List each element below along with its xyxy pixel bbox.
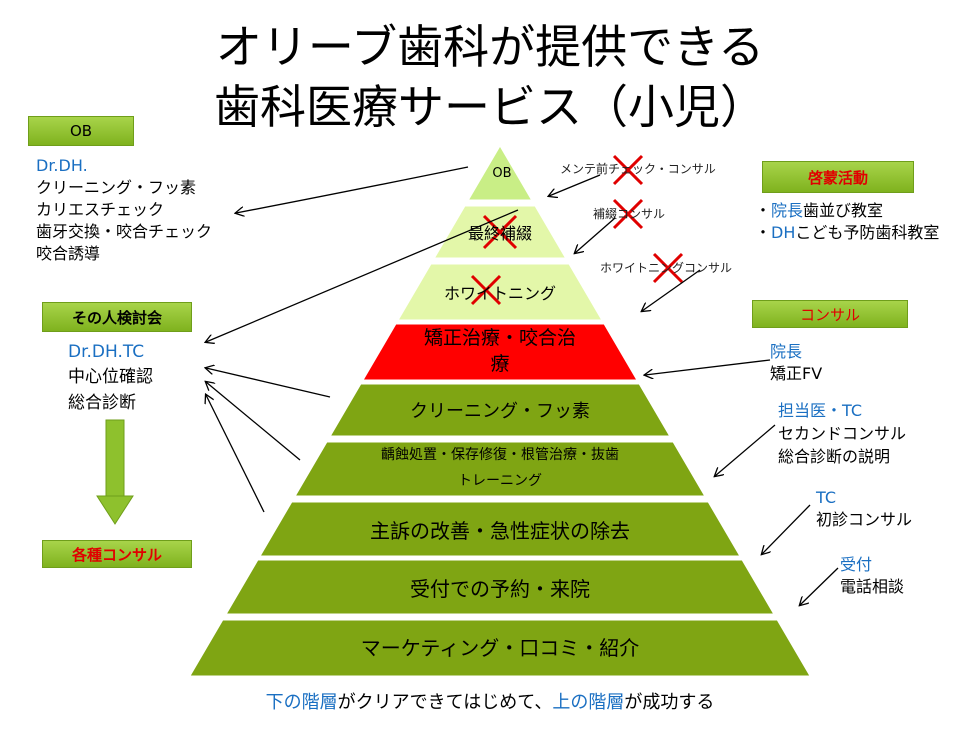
- hotetsu-cross-icon: [612, 198, 644, 230]
- pyramid-tier-8: [189, 619, 811, 677]
- mente-cross-icon: [612, 154, 644, 186]
- crossed-marks: [470, 154, 684, 306]
- whitening-cross-icon: [652, 252, 684, 284]
- various-consult-box: 各種コンサル: [42, 540, 192, 568]
- review-item-1: 総合診断: [68, 393, 136, 413]
- arrow-tc: [762, 504, 811, 554]
- arrow-to-review-4: [206, 395, 265, 513]
- arrow-whitening: [642, 269, 701, 311]
- review-staff: Dr.DH.TC: [68, 342, 145, 362]
- tier-label-reception: 受付での予約・来院: [410, 576, 590, 601]
- arrow-to-ob-list: [236, 166, 469, 213]
- tier-label-caries: 齲蝕処置・保存修復・根管治療・抜歯 トレーニング: [381, 447, 619, 489]
- tier-label-chief-complaint: 主訴の改善・急性症状の除去: [370, 518, 630, 543]
- review-item-0: 中心位確認: [68, 367, 153, 387]
- tier-label-whitening: ホワイトニング: [443, 284, 556, 303]
- arrow-hotetsu: [575, 217, 616, 253]
- page-title-line2: 歯科医療サービス（小児）: [214, 80, 766, 134]
- pyramid-tiers: [189, 145, 811, 677]
- arrow-tanto: [715, 424, 776, 476]
- keimo-item-0: ・院長歯並び教室: [755, 201, 884, 220]
- mente-consult-label: メンテ前チェック・コンサル: [560, 162, 716, 176]
- arrow-uketsuke: [800, 567, 839, 605]
- incho-text: 矯正FV: [770, 364, 823, 383]
- tier-label-cleaning: クリーニング・フッ素: [410, 401, 590, 422]
- uketsuke-role: 受付: [840, 555, 873, 574]
- tanto-role: 担当医・TC: [778, 401, 863, 420]
- tc-role: TC: [816, 488, 837, 507]
- tanto-line-0: セカンドコンサル: [778, 424, 907, 443]
- pyramid-tier-5: [294, 441, 706, 497]
- ob-staff: Dr.DH.: [36, 156, 88, 175]
- down-arrow-icon: [96, 419, 134, 525]
- tier-label-final-prosthesis: 最終補綴: [467, 224, 532, 243]
- incho-role: 院長: [770, 342, 803, 361]
- ob-item-2: 歯牙交換・咬合チェック: [36, 222, 213, 241]
- consult-box: コンサル: [752, 300, 908, 328]
- footer-caption: 下の階層がクリアできてはじめて、上の階層が成功する: [265, 692, 715, 713]
- arrow-incho: [645, 359, 771, 375]
- pyramid-tier-4: [329, 383, 671, 437]
- tier-label-orthodontics: 矯正治療・咬合治 療: [423, 327, 576, 375]
- tier-label-ob: OB: [492, 165, 512, 181]
- ob-item-1: カリエスチェック: [36, 200, 165, 219]
- whitening-tier-cross-icon: [470, 274, 502, 306]
- uketsuke-text: 電話相談: [840, 577, 905, 596]
- pyramid-tier-3: [362, 323, 638, 381]
- page-title-line1: オリーブ歯科が提供できる: [215, 20, 765, 74]
- whitening-consult-label: ホワイトニングコンサル: [600, 261, 733, 275]
- ob-box: OB: [28, 116, 134, 146]
- arrow-mente: [549, 174, 601, 196]
- hotetsu-consult-label: 補綴コンサル: [593, 207, 666, 221]
- pyramid-tier-2: [397, 263, 603, 321]
- arrow-to-review-3: [206, 382, 301, 461]
- arrow-to-review-2: [206, 368, 331, 398]
- final-prosthesis-cross-icon: [482, 214, 518, 250]
- pyramid-tier-0: [467, 145, 533, 201]
- keimo-box: 啓蒙活動: [762, 161, 914, 193]
- tc-text: 初診コンサル: [816, 510, 913, 529]
- review-meeting-box: その人検討会: [42, 302, 192, 332]
- ob-item-3: 咬合誘導: [36, 244, 101, 263]
- arrows: [206, 166, 839, 605]
- tier-label-marketing: マーケティング・口コミ・紹介: [360, 635, 640, 660]
- keimo-item-1: ・DHこども予防歯科教室: [755, 223, 940, 242]
- pyramid-tier-6: [259, 501, 741, 557]
- pyramid-tier-7: [225, 559, 775, 615]
- arrow-to-review-1: [206, 209, 519, 342]
- ob-item-0: クリーニング・フッ素: [36, 178, 197, 197]
- tanto-line-1: 総合診断の説明: [778, 447, 891, 466]
